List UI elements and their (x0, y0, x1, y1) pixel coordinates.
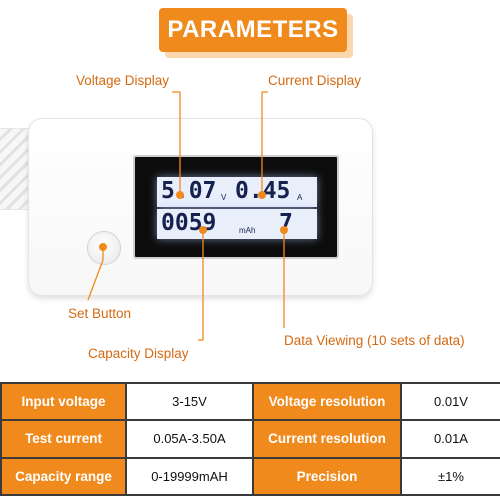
table-row: Capacity range 0-19999mAH Precision ±1% (0, 456, 500, 497)
spec-label: Input voltage (0, 381, 127, 422)
capacity-marker-dot (199, 226, 207, 234)
spec-label: Test current (0, 419, 127, 459)
spec-label: Capacity range (0, 456, 127, 497)
spec-label: Precision (252, 456, 402, 497)
spec-value: 0.01A (400, 419, 500, 459)
data-viewing-marker-dot (280, 226, 288, 234)
set-button-leader-line (87, 247, 104, 301)
current-marker-dot (258, 191, 266, 199)
voltage-display-label: Voltage Display (76, 73, 170, 88)
current-unit: A (297, 193, 303, 202)
capacity-readout: 0059 (161, 210, 217, 236)
table-row: Input voltage 3-15V Voltage resolution 0… (0, 381, 500, 422)
set-button-label: Set Button (68, 306, 132, 321)
lcd-screen: 5.07 V 0.45 A 0059 mAh 7 (133, 155, 339, 259)
voltage-leader-line (172, 91, 181, 195)
spec-label: Voltage resolution (252, 381, 402, 422)
voltage-readout: 5.07 (161, 178, 217, 204)
current-display-label: Current Display (268, 73, 362, 88)
parameters-banner: PARAMETERS (159, 8, 347, 52)
callout-leader-lines (87, 91, 285, 341)
specs-table: Input voltage 3-15V Voltage resolution 0… (0, 381, 500, 497)
spec-value: 3-15V (125, 381, 254, 422)
spec-value: 0-19999mAH (125, 456, 254, 497)
capacity-unit: mAh (239, 226, 256, 235)
capacity-display-label: Capacity Display (88, 346, 189, 361)
spec-value: 0.01V (400, 381, 500, 422)
voltage-unit: V (221, 193, 227, 202)
table-row: Test current 0.05A-3.50A Current resolut… (0, 419, 500, 459)
spec-value: 0.05A-3.50A (125, 419, 254, 459)
data-viewing-label: Data Viewing (10 sets of data) (284, 333, 465, 348)
voltage-marker-dot (176, 191, 184, 199)
lcd-row-capacity: 0059 mAh 7 (157, 209, 317, 239)
capacity-leader-line (198, 230, 204, 341)
lcd-row-voltage-current: 5.07 V 0.45 A (157, 177, 317, 207)
spec-value: ±1% (400, 456, 500, 497)
banner-title: PARAMETERS (167, 16, 339, 43)
set-button-marker-dot (99, 243, 107, 251)
spec-label: Current resolution (252, 419, 402, 459)
current-leader-line (261, 91, 268, 195)
